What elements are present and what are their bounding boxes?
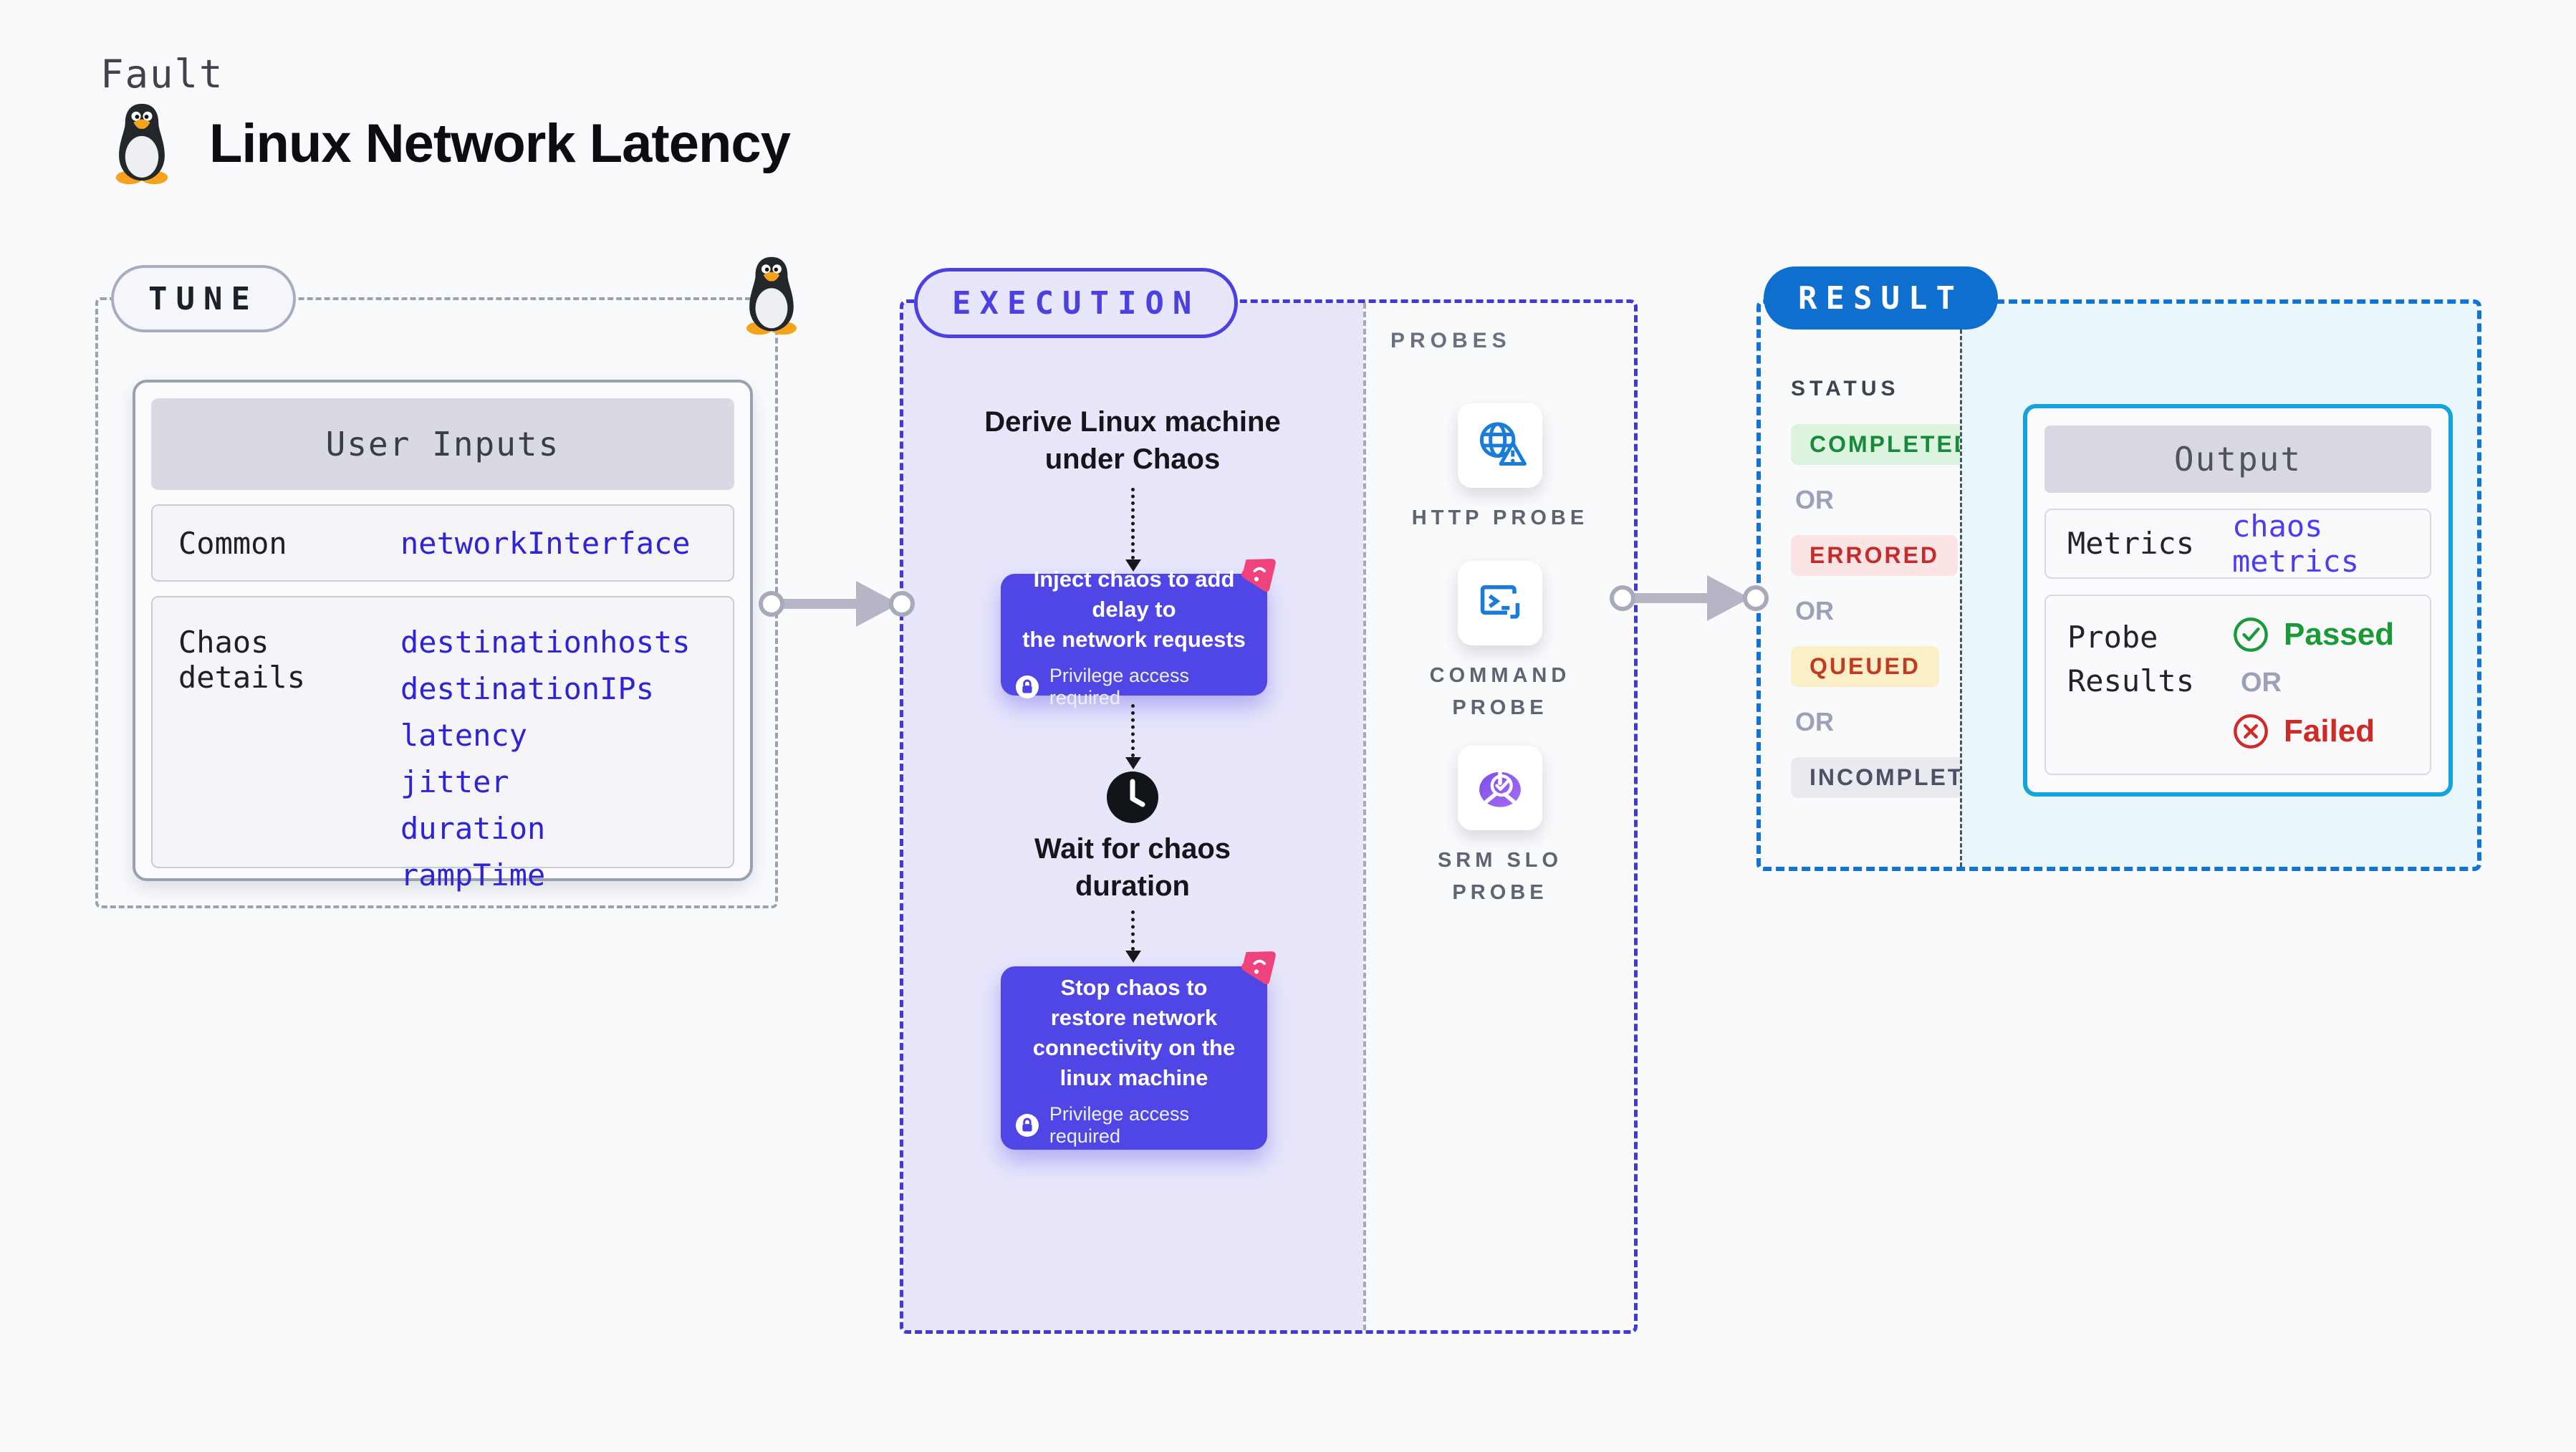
inject-chaos-card: Inject chaos to add delay to the network… [1001,567,1267,708]
probe-label: SRM SLO PROBE [1437,849,1563,904]
chaos-value: duration [400,811,546,846]
or-label: OR [2241,668,2282,698]
result-badge: RESULT [1764,266,1998,330]
srm-slo-probe-item: SRM SLO PROBE [1366,746,1634,909]
stop-chaos-text: Stop chaos to restore network connectivi… [1032,975,1236,1090]
chaos-value: latency [400,718,528,753]
metrics-value: chaos metrics [2232,509,2360,579]
probe-label: HTTP PROBE [1411,506,1589,529]
output-header: Output [2044,425,2431,493]
http-probe-item: HTTP PROBE [1366,403,1634,534]
user-inputs-card: User Inputs Common networkInterface Chao… [133,380,753,893]
privilege-note-text: Privilege access required [1049,1102,1189,1147]
common-row: Common networkInterface [151,504,734,582]
or-label: OR [1795,596,1834,625]
chaos-value: destinationIPs [400,671,655,706]
passed-label: Passed [2284,617,2395,652]
metrics-label: Metrics [2067,525,2195,561]
tune-to-execution-arrow [757,575,915,633]
command-probe-item: COMMAND PROBE [1366,561,1634,724]
privilege-note: Privilege access required [1015,665,1253,709]
common-label: Common [178,525,287,561]
chaos-value: rampTime [400,857,546,893]
probes-label: PROBES [1390,329,1512,352]
status-badge-completed: COMPLETED [1791,424,1991,465]
probe-label: COMMAND PROBE [1429,664,1571,719]
or-label: OR [1795,707,1834,736]
status-label: STATUS [1791,377,1900,400]
step-derive-machine: Derive Linux machine under Chaos [984,406,1281,475]
flow-connector-arrow [1125,488,1141,572]
pie-check-icon [1479,770,1521,807]
probe-card [1458,561,1542,645]
metrics-row: Metrics chaos metrics [2044,509,2431,579]
fault-kind-label: Fault [100,52,224,97]
lock-icon [1015,1113,1039,1137]
failed-label: Failed [2284,713,2375,749]
chaos-fault-icon [1238,554,1282,597]
flow-connector-arrow [1125,910,1141,963]
output-panel: Output Metrics chaos metrics Probe Resul… [1960,304,2477,867]
probe-results-label: Probe Results [2067,620,2195,698]
globe-alert-icon [1479,422,1527,466]
page-title: Linux Network Latency [209,112,791,174]
execution-to-result-arrow [1608,569,1769,627]
failed-line: Failed [2232,713,2394,750]
privilege-note: Privilege access required [1015,1103,1253,1148]
probe-results-row: Probe Results Passed OR [2044,595,2431,775]
privilege-note-text: Privilege access required [1049,664,1189,708]
chaos-fault-icon [1238,946,1282,989]
chaos-details-row: Chaos details destinationhosts destinati… [151,596,734,893]
linux-tux-corner-icon [746,256,797,335]
flow-connector-arrow [1125,704,1141,769]
execution-flow-area: Derive Linux machine under Chaos Inject … [903,303,1363,1330]
execution-badge: EXECUTION [914,268,1239,338]
step-wait-duration: Wait for chaos duration [1034,833,1231,902]
chaos-value: destinationhosts [400,625,691,660]
probes-section: PROBES HTTP PROBE [1363,303,1634,1330]
common-value: networkInterface [400,525,691,561]
chaos-values-list: destinationhosts destinationIPs latency … [400,625,691,893]
probe-results-values: Passed OR Failed [2232,616,2394,754]
status-badge-queued: QUEUED [1791,646,1939,687]
result-section: STATUS COMPLETED OR ERRORED OR QUEUED OR… [1756,299,2481,871]
linux-tux-icon [115,103,168,185]
status-column: STATUS COMPLETED OR ERRORED OR QUEUED OR… [1761,304,2019,867]
or-label: OR [1795,485,1834,514]
terminal-icon [1480,585,1520,619]
user-inputs-header: User Inputs [151,398,734,490]
status-badge-errored: ERRORED [1791,535,1959,576]
output-card: Output Metrics chaos metrics Probe Resul… [2023,404,2453,797]
chaos-details-label: Chaos details [178,625,306,695]
tune-badge: TUNE [111,265,296,332]
probe-card [1458,746,1542,830]
chaos-value: jitter [400,764,509,799]
stop-chaos-card: Stop chaos to restore network connectivi… [1001,966,1267,1150]
page-title-row: Linux Network Latency [107,102,791,185]
inject-chaos-text: Inject chaos to add delay to the network… [1022,567,1246,652]
execution-section: Derive Linux machine under Chaos Inject … [900,299,1638,1334]
probe-card [1458,403,1542,488]
lock-icon [1015,675,1039,698]
check-circle-icon [2234,617,2268,652]
passed-line: Passed [2232,616,2394,653]
wait-clock-icon [1105,770,1160,824]
x-circle-icon [2234,714,2268,749]
